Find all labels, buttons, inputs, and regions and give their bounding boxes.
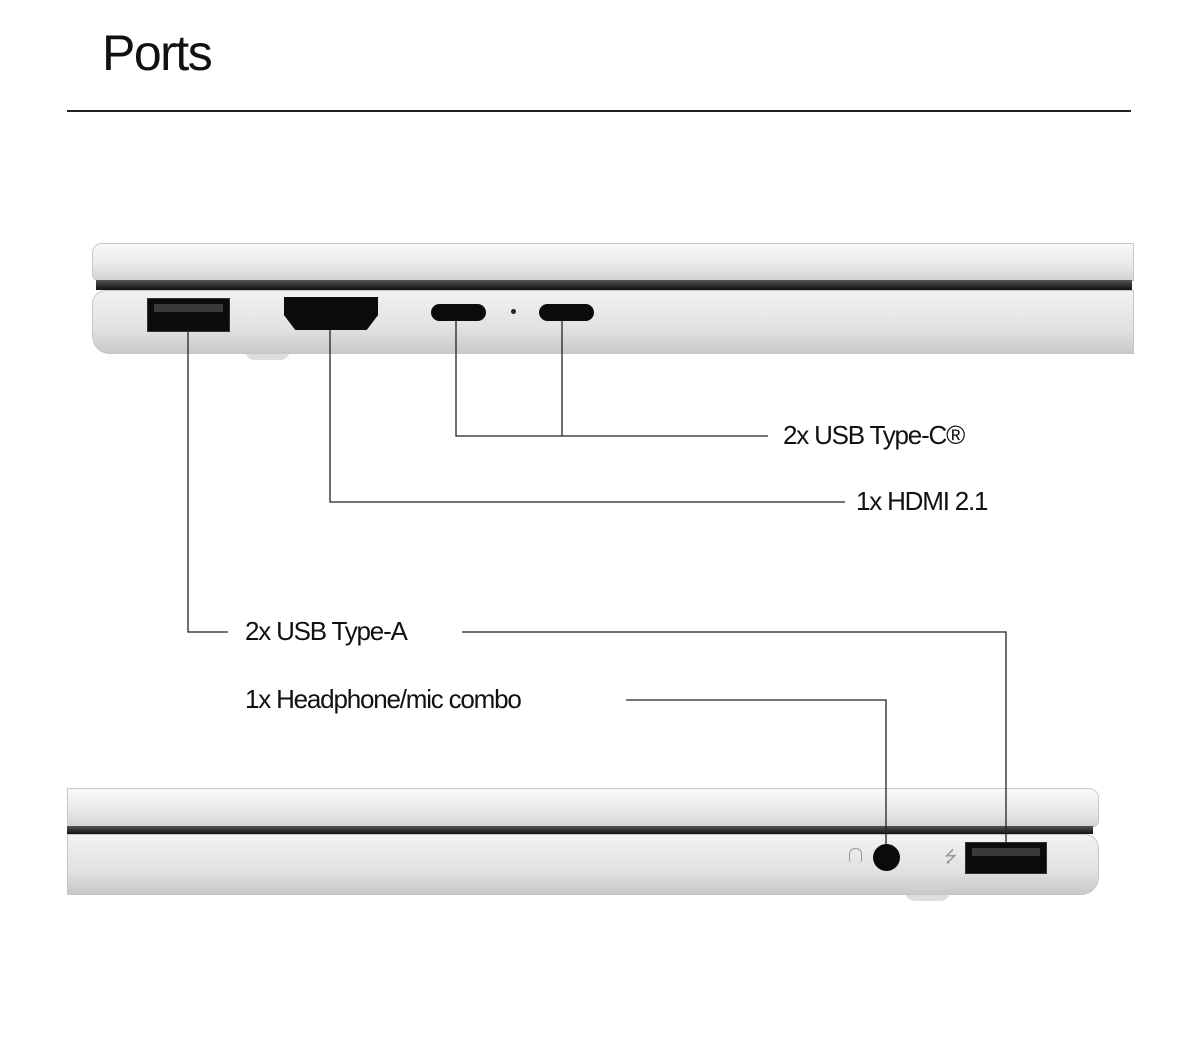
label-headphone: 1x Headphone/mic combo [245, 684, 522, 714]
usb-icon: ⭍ [944, 849, 958, 866]
laptop-base [92, 290, 1134, 354]
laptop-lid [67, 788, 1099, 827]
usb-c-port [539, 304, 594, 321]
hinge-gap [96, 280, 1132, 290]
label-usb-a: 2x USB Type-A [245, 616, 408, 646]
headphone-jack [873, 844, 900, 871]
page-title: Ports [102, 25, 213, 81]
usb-a-port [965, 842, 1047, 874]
laptop-foot [245, 350, 290, 360]
usb-a-right-callout [462, 631, 1007, 842]
label-usb-c: 2x USB Type-C® [783, 420, 965, 450]
usb-c-port [431, 304, 486, 321]
label-hdmi: 1x HDMI 2.1 [856, 486, 988, 516]
hdmi-port [284, 297, 378, 330]
hinge-gap [67, 826, 1093, 834]
divider [67, 110, 1131, 112]
usb-a-left-callout [187, 330, 228, 633]
laptop-foot [905, 891, 950, 901]
laptop-base [67, 834, 1099, 895]
hdmi-callout [329, 330, 845, 503]
headphone-icon [849, 848, 862, 863]
laptop-lid [92, 243, 1134, 281]
led-indicator [511, 309, 516, 314]
usb-c-callout [455, 320, 768, 437]
headphone-callout [626, 699, 887, 844]
